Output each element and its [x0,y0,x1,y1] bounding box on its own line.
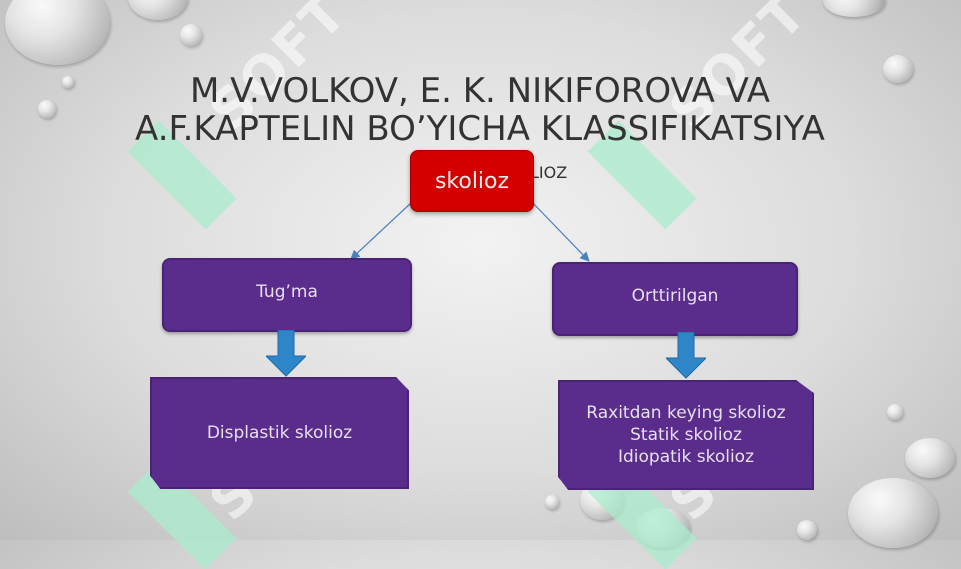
leaf-idiopatik: Idiopatik skolioz [617,447,755,467]
connector-lines [350,199,590,262]
leaf-displastik-line-1: Displastik skolioz [206,423,353,443]
water-drop [38,100,56,118]
connector-left [350,201,413,260]
title-line-2: A.F.KAPTELIN BO’YICHA KLASSIFIKATSIYA [135,109,825,149]
water-drop [883,55,913,83]
node-tugma-label: Tug’ma [256,282,318,302]
slide-title: M.V.VOLKOV, E. K. NIKIFOROVA VA A.F.KAPT… [60,72,900,148]
node-tugma: Tug’ma [162,258,412,332]
water-drop [887,404,903,420]
water-drop [545,495,559,509]
root-node-label: skolioz [434,168,510,194]
leaf-statik: Statik skolioz [630,425,742,445]
root-node: skolioz [410,150,534,212]
water-drop [62,76,74,88]
water-drop [848,478,938,548]
water-drop [128,0,188,20]
leaf-raxitdan: Raxitdan keying skolioz [586,403,786,423]
water-drop [823,0,885,17]
water-drop [797,520,817,540]
water-drop [905,438,955,478]
connector-right [529,199,590,262]
partial-label: LIOZ [530,163,568,182]
water-drop [5,0,110,65]
down-arrow-left-icon [266,330,306,377]
node-orttirilgan: Orttirilgan [552,262,798,336]
water-drop [180,24,202,46]
leaf-displastik: Displastik skolioz [150,377,409,489]
title-line-1: M.V.VOLKOV, E. K. NIKIFOROVA VA [189,71,771,111]
node-orttirilgan-label: Orttirilgan [631,286,719,306]
down-arrow-right-icon [666,332,706,379]
leaf-orttirilgan-types: Raxitdan keying skolioz Statik skolioz I… [558,380,814,490]
